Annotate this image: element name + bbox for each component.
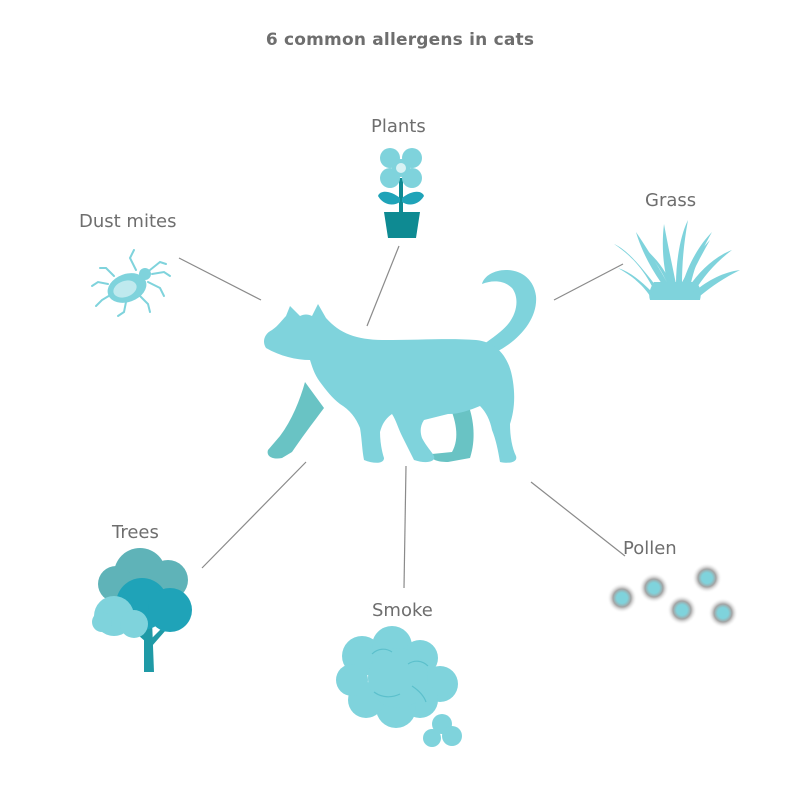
label-pollen: Pollen [623, 538, 677, 559]
grass-icon [614, 220, 740, 300]
connector-pollen [530, 481, 626, 557]
label-grass: Grass [645, 190, 697, 211]
smoke-cloud-icon [336, 626, 462, 747]
connector-lines [178, 245, 626, 589]
flower-pot-icon [378, 148, 424, 238]
connector-dust-mites [178, 257, 262, 301]
diagram-title: 6 common allergens in cats [265, 30, 535, 50]
label-smoke: Smoke [372, 600, 433, 621]
connector-trees [201, 461, 307, 569]
label-plants: Plants [371, 116, 426, 137]
tree-icon [92, 548, 192, 672]
cat-icon [264, 270, 537, 463]
pollen-icon [607, 563, 738, 628]
dust-mite-icon [91, 249, 171, 317]
connector-plants [366, 245, 400, 327]
label-dust-mites: Dust mites [79, 211, 177, 232]
connector-smoke [403, 465, 407, 589]
label-trees: Trees [112, 522, 159, 543]
connector-grass [553, 263, 624, 301]
